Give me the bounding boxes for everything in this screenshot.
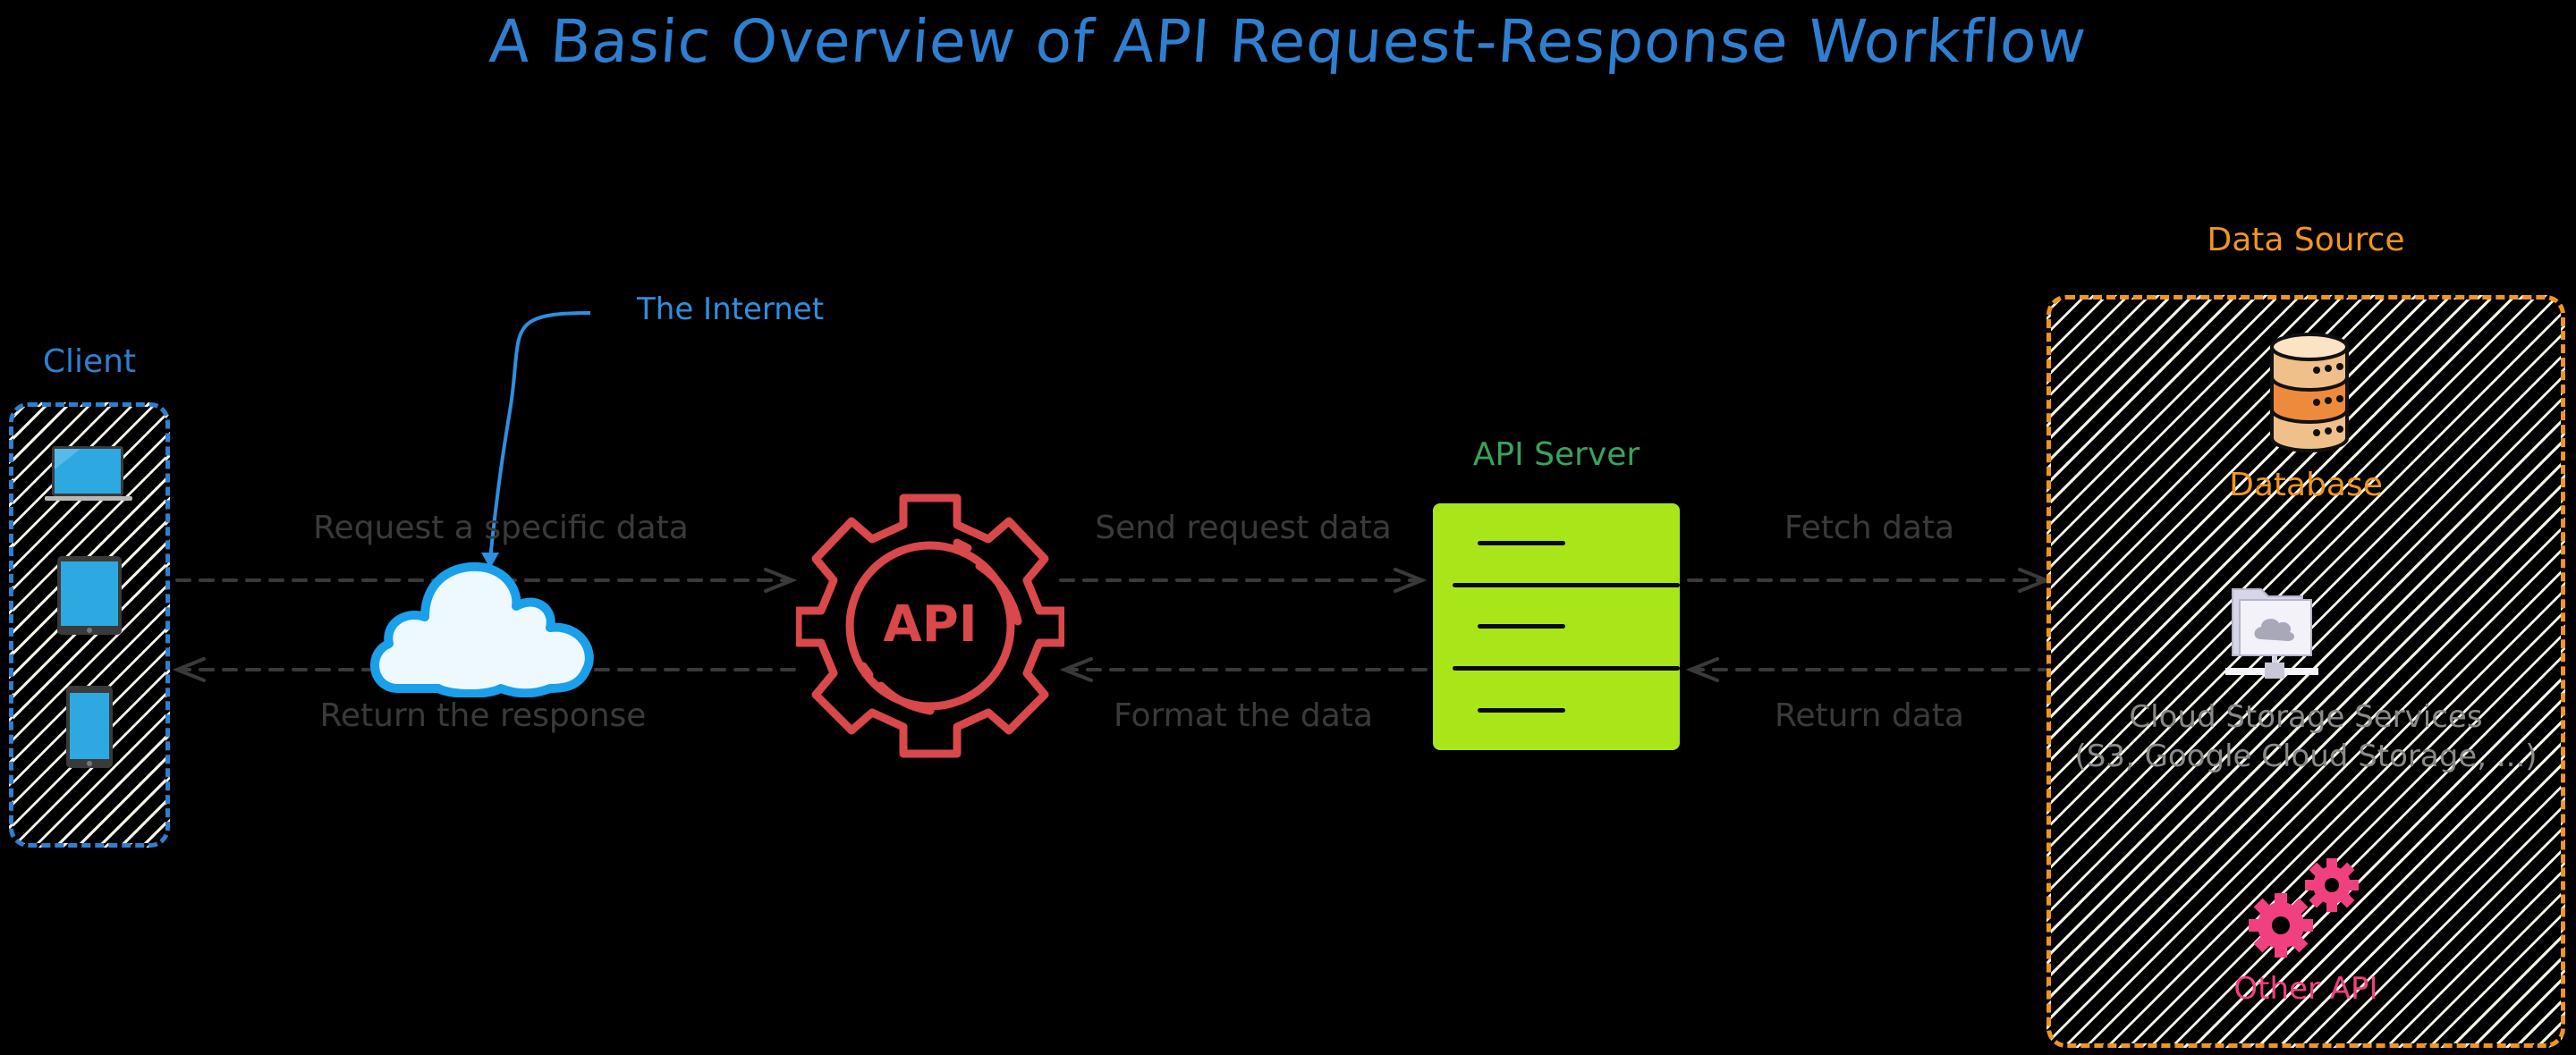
arrowhead-server-to-api	[1059, 657, 1093, 682]
laptop-icon	[45, 446, 132, 501]
smartphone-icon	[66, 686, 113, 768]
flow-label-return-data: Return data	[1775, 697, 1964, 734]
flow-label-send-request: Send request data	[1095, 510, 1392, 546]
tablet-icon	[57, 556, 122, 635]
internet-pointer-arrowhead	[481, 553, 499, 569]
flow-label-return-response: Return the response	[319, 697, 647, 734]
server-slot-line	[1478, 708, 1565, 713]
server-divider	[1453, 583, 1680, 587]
arrowhead-api-to-client	[172, 657, 206, 682]
database-icon	[2270, 333, 2349, 452]
flow-label-request: Request a specific data	[313, 510, 689, 546]
api-server-icon	[1433, 503, 1680, 750]
client-label: Client	[42, 343, 137, 380]
server-divider	[1453, 666, 1680, 671]
cloud-storage-label-line2: (S3, Google Cloud Storage, ...)	[2074, 738, 2538, 774]
other-api-label: Other API	[2233, 971, 2378, 1007]
flow-label-fetch-data: Fetch data	[1784, 510, 1955, 546]
arrowhead-api-to-server	[1394, 568, 1428, 593]
api-gear-text: API	[883, 595, 977, 654]
internet-pointer-line	[488, 311, 591, 560]
arrowhead-client-to-api	[764, 568, 798, 593]
cloud-storage-label: Cloud Storage Services (S3, Google Cloud…	[2046, 697, 2565, 776]
database-label: Database	[2229, 467, 2383, 503]
server-slot-line	[1478, 624, 1565, 629]
cloud-storage-icon	[2225, 588, 2318, 679]
gears-icon	[2249, 858, 2359, 958]
cloud-storage-label-line1: Cloud Storage Services	[2129, 699, 2483, 735]
server-slot-line	[1478, 541, 1565, 545]
api-gear-icon: API	[796, 494, 1064, 758]
arrowhead-source-to-server	[1685, 657, 1719, 682]
internet-label: The Internet	[637, 291, 825, 327]
cloud-internet-icon	[370, 561, 594, 697]
data-source-label: Data Source	[2207, 222, 2405, 258]
flow-label-format-data: Format the data	[1114, 697, 1373, 734]
api-server-label: API Server	[1472, 436, 1640, 473]
